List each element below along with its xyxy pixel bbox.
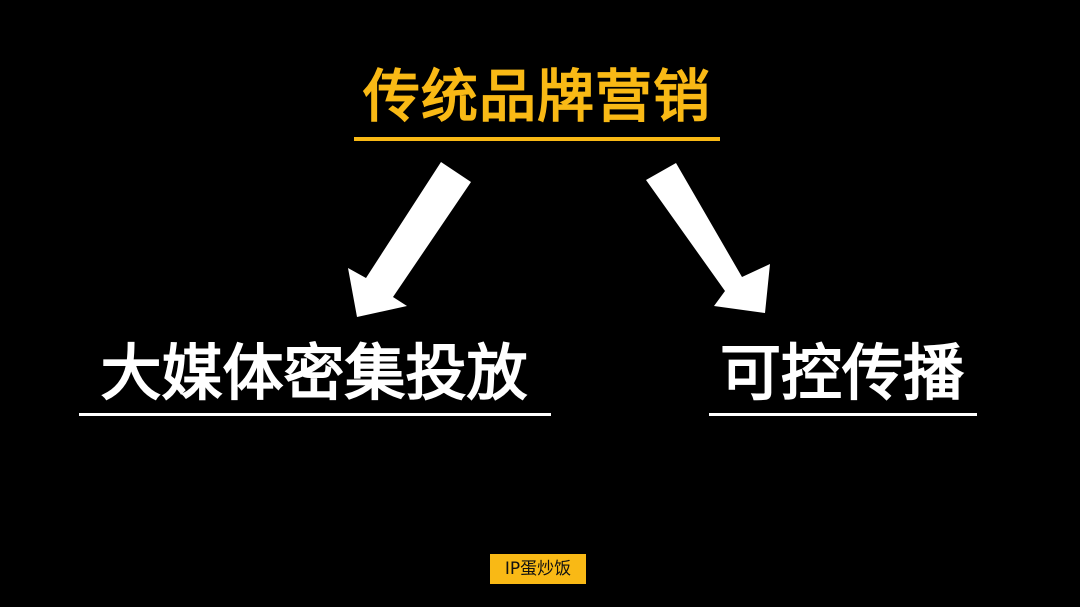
root-node-title: 传统品牌营销 bbox=[363, 64, 711, 130]
child-underline-controlled-spread bbox=[709, 413, 977, 416]
child-node-controlled-spread: 可控传播 bbox=[719, 338, 964, 409]
arrow-down-right-icon bbox=[646, 163, 770, 313]
root-underline bbox=[354, 137, 720, 141]
watermark-badge: IP蛋炒饭 bbox=[490, 554, 586, 584]
child-node-mass-media: 大媒体密集投放 bbox=[100, 338, 528, 409]
child-underline-mass-media bbox=[79, 413, 551, 416]
arrow-down-left-icon bbox=[348, 162, 471, 317]
